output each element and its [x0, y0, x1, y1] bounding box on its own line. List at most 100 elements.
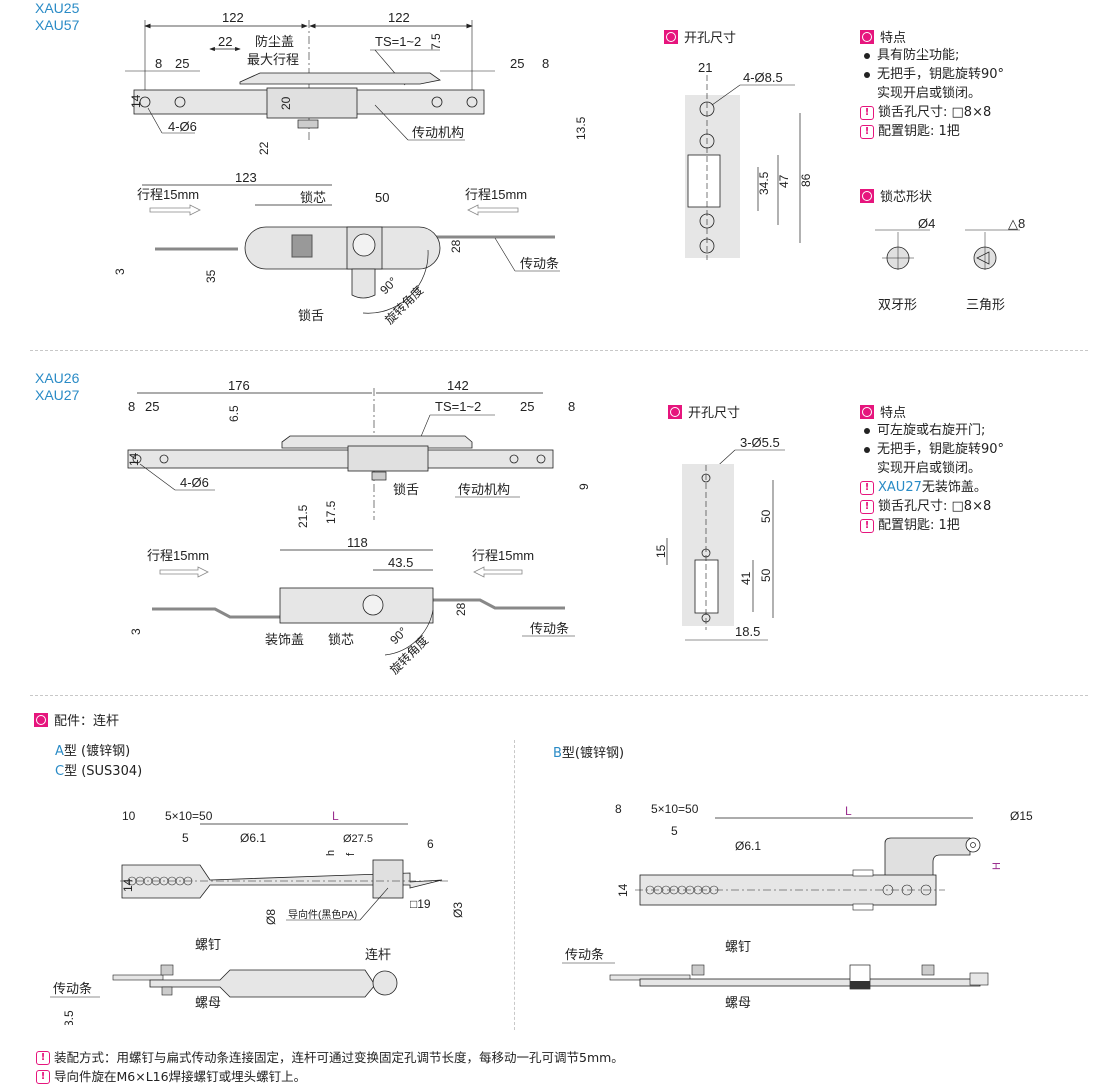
dim-41: 41 — [739, 571, 753, 585]
dim-o3: Ø3 — [451, 902, 465, 918]
dim-5: 5 — [671, 824, 678, 838]
type-ac-assembly: 螺钉 连杆 传动条 螺母 3.5 — [50, 937, 398, 1025]
lock-core-shape — [362, 594, 384, 616]
note-model: XAU27 — [878, 480, 922, 495]
dim-47: 47 — [777, 174, 791, 188]
footer-notes: !装配方式：用螺钉与扁式传动条连接固定，连杆可通过变换固定孔调节长度，每移动一孔… — [36, 1048, 624, 1086]
dim-6-5: 6.5 — [227, 405, 241, 422]
mechanism-label: 传动机构 — [412, 125, 464, 140]
type-ac-drawing: 10 5×10=50 L 5 Ø6.1 Ø27.5 6 h f 14 导向件(黑… — [120, 809, 465, 925]
shape-name-triangle: 三角形 — [966, 298, 1006, 313]
dim-3-5: 3.5 — [62, 1010, 76, 1025]
strip-label: 传动条 — [53, 981, 92, 996]
bar-shape — [127, 449, 554, 469]
screw-label: 螺钉 — [725, 939, 751, 954]
dim-8-right: 8 — [568, 399, 575, 414]
dim-pitch: 5×10=50 — [165, 809, 213, 823]
dim-8-right: 8 — [542, 56, 549, 71]
dim-122-right: 122 — [388, 10, 410, 25]
rod-label: 连杆 — [365, 947, 391, 962]
model-code: XAU27 — [35, 387, 80, 403]
screw-shape — [160, 964, 174, 976]
guide-shape — [372, 859, 404, 899]
bullet-icon — [864, 52, 870, 59]
dust-cover-shape — [239, 72, 441, 85]
dim-21-5: 21.5 — [296, 504, 310, 528]
core-shape-heading: 锁芯形状 — [860, 186, 932, 205]
tongue-label: 锁舌 — [298, 308, 324, 323]
dim-f: f — [345, 852, 357, 856]
cutout-title: 开孔尺寸 — [688, 406, 741, 421]
core-shape-title: 锁芯形状 — [880, 190, 933, 205]
dim-27-5: Ø27.5 — [343, 833, 373, 845]
angle-label: 90° — [377, 274, 400, 297]
dim-L: L — [845, 804, 852, 818]
holes-label: 3-Ø5.5 — [740, 435, 780, 450]
travel-right: 行程15mm — [472, 548, 534, 563]
note-item: 配置钥匙: 1把 — [878, 124, 960, 139]
dim-86: 86 — [799, 173, 813, 187]
holes-label: 4-Ø6 — [168, 119, 197, 134]
dim-118: 118 — [347, 535, 368, 550]
lock-core-label: 锁芯 — [328, 632, 354, 647]
warning-icon: ! — [860, 124, 874, 139]
section-divider — [30, 695, 1088, 696]
xau26-cutout-drawing: 3-Ø5.5 50 50 41 15 18.5 — [654, 435, 785, 641]
mechanism-label: 传动机构 — [458, 482, 510, 497]
xau25-front-view: 122 122 22 防尘盖 最大行程 TS=1~2 7.5 8 25 25 8… — [125, 10, 588, 155]
model-code: XAU57 — [35, 17, 80, 33]
dim-35: 35 — [204, 269, 218, 283]
dust-cover-label: 防尘盖 — [255, 34, 294, 49]
note-item: 锁舌孔尺寸: □8×8 — [878, 105, 992, 120]
rod-shape — [149, 969, 376, 998]
feature-item-cont: 实现开启或锁闭。 — [877, 461, 982, 476]
nut-shape — [161, 986, 173, 996]
tongue-shape — [371, 471, 387, 481]
dim-6-1: Ø6.1 — [240, 831, 266, 845]
dim-14: 14 — [121, 878, 135, 892]
nut-label: 螺母 — [195, 995, 221, 1010]
decor-cover-shape — [279, 587, 434, 624]
type-letter: C — [55, 764, 65, 779]
dim-3: 3 — [113, 268, 127, 275]
xau25-cutout-drawing: 21 4-Ø8.5 34.5 47 86 — [685, 60, 813, 260]
dim-5: 5 — [182, 831, 189, 845]
dim-142: 142 — [447, 378, 469, 393]
strip-label: 传动条 — [530, 621, 569, 636]
dim-34-5: 34.5 — [757, 171, 771, 195]
guide-label: 导向件(黑色PA) — [288, 908, 357, 921]
dim-18-5: 18.5 — [735, 624, 760, 639]
note-item: 装配方式：用螺钉与扁式传动条连接固定，连杆可通过变换固定孔调节长度，每移动一孔可… — [54, 1050, 624, 1065]
dim-14: 14 — [127, 452, 141, 466]
dim-7-5: 7.5 — [429, 33, 443, 50]
dim-50-top: 50 — [759, 509, 773, 523]
circle-marker-icon — [860, 404, 874, 419]
dim-25-right: 25 — [510, 56, 524, 71]
dim-L: L — [332, 809, 339, 823]
dim-o4: Ø4 — [918, 216, 935, 231]
dim-19: □19 — [410, 897, 431, 911]
dim-22-vertical: 22 — [257, 141, 271, 155]
dim-10: 10 — [122, 809, 136, 823]
arrow-right-icon — [159, 566, 209, 578]
rod-shape — [121, 864, 443, 899]
note-item: 配置钥匙: 1把 — [878, 518, 960, 533]
rod-shape — [639, 978, 981, 987]
ts-label: TS=1~2 — [375, 34, 421, 49]
type-letter: B — [553, 746, 562, 761]
dim-15: 15 — [654, 544, 668, 558]
dim-122-left: 122 — [222, 10, 244, 25]
angle-label: 90° — [387, 624, 410, 647]
core-shapes-drawing: Ø4 △8 — [875, 216, 1025, 270]
strip-label: 传动条 — [520, 256, 559, 271]
dim-o8: Ø8 — [264, 909, 278, 925]
section-divider — [30, 350, 1088, 351]
ts-label: TS=1~2 — [435, 399, 481, 414]
cover-shape — [281, 435, 473, 449]
tongue-shape — [351, 268, 376, 299]
circle-marker-icon — [664, 29, 678, 44]
xau26-top-view: 118 43.5 行程15mm 行程15mm 28 3 装饰盖 锁芯 传动条 9… — [129, 535, 575, 677]
dim-123: 123 — [235, 170, 257, 185]
note-item: 导向件旋在M6×L16焊接螺钉或埋头螺钉上。 — [54, 1069, 307, 1084]
xau25-top-view: 123 50 行程15mm 行程15mm 锁芯 3 35 28 传动条 锁舌 9… — [113, 170, 560, 327]
